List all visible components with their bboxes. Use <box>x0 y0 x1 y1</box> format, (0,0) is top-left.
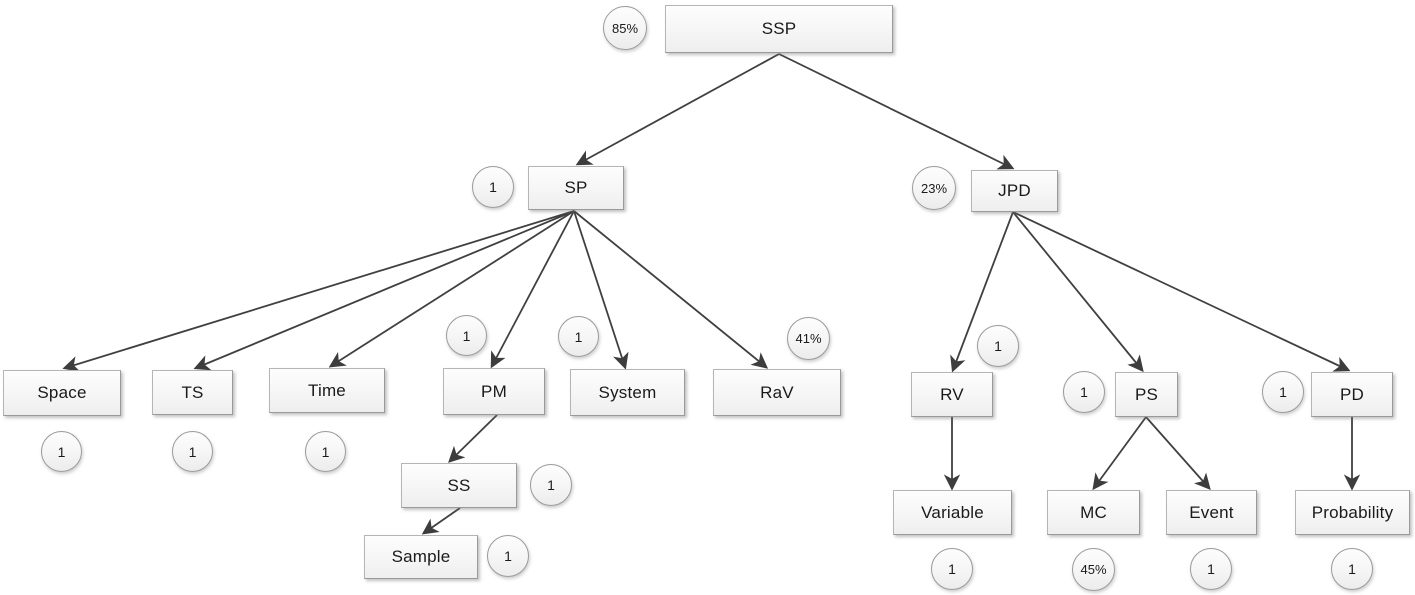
edge-sp-space <box>62 210 575 372</box>
node-label: SS <box>447 475 471 495</box>
node-label: SP <box>564 178 588 197</box>
badge-label: 45% <box>1080 562 1107 577</box>
node-event[interactable]: Event <box>1166 490 1257 535</box>
node-label: PS <box>1134 384 1159 404</box>
badge-ps[interactable]: 1 <box>1063 371 1105 413</box>
badge-label: 1 <box>504 548 512 564</box>
badge-variable[interactable]: 1 <box>931 548 973 590</box>
edges-group <box>62 53 1361 535</box>
badge-label: 1 <box>948 561 956 577</box>
node-mc[interactable]: MC <box>1047 490 1140 535</box>
badge-probability[interactable]: 1 <box>1331 548 1373 590</box>
badge-label: 1 <box>1348 561 1356 577</box>
edge-sp-rav <box>573 210 769 369</box>
badge-label: 1 <box>57 443 66 460</box>
badge-ss[interactable]: 1 <box>530 464 572 506</box>
badge-label: 1 <box>574 328 583 345</box>
node-pd[interactable]: PD <box>1311 372 1393 417</box>
badge-label: 1 <box>994 338 1002 354</box>
node-time[interactable]: Time <box>269 368 385 413</box>
node-ts[interactable]: TS <box>152 370 233 415</box>
edge-ps-mc <box>1092 416 1147 491</box>
badge-label: 1 <box>1080 384 1088 400</box>
badge-label: 1 <box>547 477 555 493</box>
edge-jpd-pd <box>1012 211 1351 372</box>
badge-label: 1 <box>188 443 197 460</box>
edge-ssp-sp <box>575 53 780 166</box>
badge-label: 1 <box>489 179 497 195</box>
node-sample[interactable]: Sample <box>364 535 478 579</box>
node-label: Sample <box>391 547 451 566</box>
node-space[interactable]: Space <box>3 370 121 416</box>
node-label: RaV <box>760 382 794 402</box>
badge-label: 41% <box>795 331 822 346</box>
badge-label: 1 <box>1279 384 1287 400</box>
node-label: PD <box>1339 384 1365 404</box>
node-probability[interactable]: Probability <box>1295 490 1410 535</box>
node-label: SSP <box>761 19 797 38</box>
node-pm[interactable]: PM <box>443 368 545 415</box>
node-label: Probability <box>1311 502 1394 522</box>
node-label: MC <box>1080 502 1107 522</box>
badge-pd[interactable]: 1 <box>1262 371 1304 413</box>
node-ssp[interactable]: SSP <box>665 5 893 53</box>
badge-event[interactable]: 1 <box>1190 548 1232 590</box>
badge-rav[interactable]: 41% <box>787 317 830 360</box>
badge-label: 1 <box>1207 561 1215 577</box>
edge-ps-event <box>1145 416 1211 491</box>
node-rv[interactable]: RV <box>911 372 993 417</box>
node-ss[interactable]: SS <box>401 463 517 508</box>
badge-label: 85% <box>611 20 639 36</box>
node-label: Event <box>1189 502 1234 522</box>
node-jpd[interactable]: JPD <box>971 170 1058 212</box>
badge-label: 1 <box>462 327 471 344</box>
node-system[interactable]: System <box>570 369 685 416</box>
node-label: RV <box>940 384 964 404</box>
edge-ssp-jpd <box>778 53 1015 170</box>
edge-ss-sample <box>421 507 461 535</box>
badge-space[interactable]: 1 <box>41 431 82 472</box>
badge-sample[interactable]: 1 <box>487 535 529 577</box>
node-label: JPD <box>998 181 1031 200</box>
badge-label: 1 <box>321 443 330 460</box>
badge-jpd[interactable]: 23% <box>912 166 956 210</box>
node-label: Variable <box>921 502 984 522</box>
node-label: Space <box>37 383 87 402</box>
edge-sp-ts <box>193 210 575 371</box>
badge-ts[interactable]: 1 <box>172 431 213 472</box>
edge-jpd-ps <box>1012 211 1144 373</box>
node-sp[interactable]: SP <box>528 166 624 210</box>
node-label: TS <box>181 382 204 402</box>
node-label: PM <box>481 381 507 401</box>
node-ps[interactable]: PS <box>1115 372 1178 417</box>
badge-system[interactable]: 1 <box>558 316 599 357</box>
node-label: Time <box>308 380 346 400</box>
node-label: System <box>598 382 657 402</box>
badge-ssp[interactable]: 85% <box>603 6 647 50</box>
badge-mc[interactable]: 45% <box>1072 548 1115 591</box>
badge-sp[interactable]: 1 <box>472 166 514 208</box>
edge-pm-ss <box>448 414 498 463</box>
badge-rv[interactable]: 1 <box>977 325 1019 367</box>
node-variable[interactable]: Variable <box>893 490 1012 535</box>
badge-pm[interactable]: 1 <box>446 315 487 356</box>
badge-time[interactable]: 1 <box>305 431 346 472</box>
node-rav[interactable]: RaV <box>713 369 841 416</box>
badge-label: 23% <box>920 180 948 196</box>
